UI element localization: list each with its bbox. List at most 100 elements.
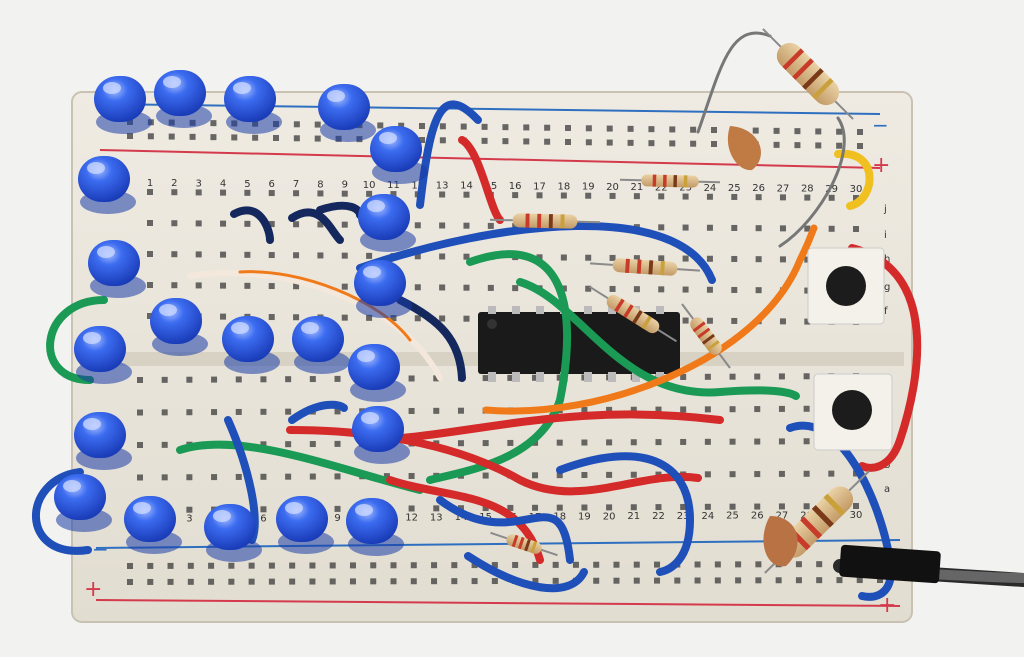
column-number: 6 [269, 179, 275, 190]
row-letter: f [884, 306, 888, 317]
column-number: 24 [701, 511, 714, 522]
wire-navy-1 [230, 206, 274, 244]
wire-green-left [46, 296, 108, 384]
bottom-rail-red-line [95, 599, 901, 607]
led [150, 298, 208, 356]
led [124, 496, 182, 554]
led [74, 412, 132, 470]
top-rail-plus: + [872, 153, 890, 178]
column-number: 12 [411, 180, 424, 191]
column-number: 9 [342, 180, 348, 191]
column-number: 8 [317, 179, 323, 190]
column-number: 26 [751, 511, 764, 522]
column-number: 13 [430, 512, 443, 523]
ic-chip [478, 306, 680, 382]
column-number: 16 [509, 181, 522, 192]
column-number: 22 [652, 511, 665, 522]
column-number: 3 [186, 514, 192, 525]
capacitor-bottom [763, 516, 798, 567]
column-number: 29 [825, 184, 838, 195]
row-letter: a [884, 484, 890, 495]
column-number: 14 [455, 512, 468, 523]
led [318, 84, 376, 142]
column-number: 22 [655, 182, 668, 193]
column-number: 27 [776, 510, 789, 521]
wire-navy-2 [288, 208, 344, 244]
column-number: 28 [801, 184, 814, 195]
column-number: 24 [704, 183, 717, 194]
led [276, 496, 334, 554]
led [292, 316, 350, 374]
column-number: 19 [582, 182, 595, 193]
column-number: 25 [726, 511, 739, 522]
led [354, 260, 412, 318]
bottom-rail-minus: − [92, 537, 109, 561]
column-number: 30 [850, 510, 863, 521]
column-number: 2 [171, 178, 177, 189]
column-number: 27 [777, 183, 790, 194]
capacitor-top [727, 126, 761, 171]
wire-blue-long [356, 221, 716, 284]
capacitors [727, 126, 798, 567]
column-number: 12 [405, 512, 418, 523]
row-letter: g [884, 282, 890, 293]
column-number: 9 [334, 513, 340, 524]
wire-blue-bottom-2 [288, 400, 348, 424]
column-number: 21 [631, 182, 644, 193]
column-number: 7 [293, 179, 299, 190]
black-connector [839, 544, 941, 584]
wire-blue-left-loop [32, 468, 92, 555]
resistor [764, 470, 870, 574]
column-number: 30 [850, 184, 863, 195]
column-number: 18 [557, 182, 570, 193]
leds [54, 70, 428, 562]
push-button-bottom[interactable] [813, 373, 893, 451]
column-number: 26 [752, 183, 765, 194]
led [204, 504, 262, 562]
bottom-rail-plus: + [84, 577, 102, 602]
row-letter: i [884, 230, 887, 241]
led [94, 76, 152, 134]
resistor [762, 28, 854, 120]
wire-red-bottom [386, 476, 544, 564]
column-number: 3 [196, 178, 202, 189]
column-number: 6 [260, 513, 266, 524]
column-number: 14 [460, 181, 473, 192]
wire-green-right [516, 278, 800, 400]
column-number: 5 [244, 179, 250, 190]
wire-green-big [426, 250, 572, 484]
push-button-top[interactable] [807, 247, 885, 325]
led [224, 76, 282, 134]
led [78, 156, 136, 214]
wire-orange-small [238, 270, 412, 342]
led [154, 70, 212, 128]
column-number: 17 [533, 181, 546, 192]
column-number: 1 [147, 178, 153, 189]
row-letter: j [883, 204, 887, 215]
wire-blue-bottom-3 [436, 496, 574, 564]
wire-red-right [848, 244, 922, 472]
row-letter: h [884, 254, 890, 265]
column-number: 18 [553, 512, 566, 523]
led [352, 406, 410, 464]
wire-gray-lead [696, 31, 772, 134]
column-number: 13 [436, 180, 449, 191]
top-rail-minus: − [872, 113, 889, 137]
led [88, 240, 146, 298]
led [348, 344, 406, 402]
column-number: 19 [578, 512, 591, 523]
wire-orange-long [482, 224, 818, 415]
led [54, 474, 112, 532]
wire-yellow [834, 149, 874, 210]
column-number: 20 [603, 511, 616, 522]
column-number: 20 [606, 182, 619, 193]
resistors [489, 28, 870, 574]
led [358, 194, 416, 252]
resistor [489, 213, 601, 229]
wire-red-top [458, 136, 504, 224]
resistor [589, 285, 677, 343]
led [370, 126, 428, 184]
